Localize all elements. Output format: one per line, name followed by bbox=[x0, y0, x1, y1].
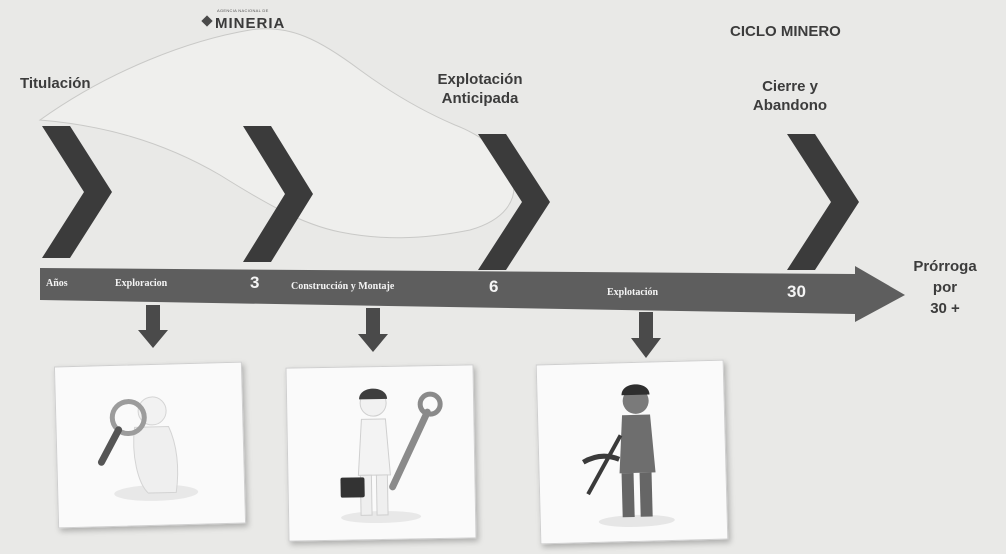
chevron-titulacion bbox=[42, 126, 112, 258]
label-anos: Años bbox=[46, 278, 68, 289]
logo-tagline: AGENCIA NACIONAL DE bbox=[217, 8, 269, 13]
label-exploracion: Exploracion bbox=[115, 278, 168, 289]
down-arrow-construccion bbox=[358, 308, 388, 352]
card-explotacion bbox=[535, 359, 729, 545]
label-explotacion: Explotación bbox=[607, 287, 659, 298]
miner-with-pickaxe-icon bbox=[581, 384, 675, 527]
chevron-year-3 bbox=[243, 126, 313, 262]
timeline-arrow bbox=[40, 266, 905, 322]
down-arrow-exploracion bbox=[138, 305, 168, 348]
stage-cierre-abandono: Cierre y Abandono bbox=[752, 78, 828, 114]
label-construccion-montaje: Construcción y Montaje bbox=[291, 281, 395, 292]
card-construccion bbox=[285, 364, 477, 542]
down-arrow-explotacion bbox=[631, 312, 661, 358]
mineria-logo: AGENCIA NACIONAL DE MINERIA bbox=[201, 6, 303, 38]
stage-explotacion-anticipada: Explotación Anticipada bbox=[437, 71, 523, 107]
logo-diamond-icon bbox=[201, 15, 213, 27]
label-year-3: 3 bbox=[250, 273, 260, 292]
card-exploracion bbox=[53, 361, 247, 529]
magnifier-figure-icon bbox=[97, 396, 199, 501]
label-year-6: 6 bbox=[489, 277, 499, 296]
worker-with-wrench-icon bbox=[340, 388, 443, 524]
chevron-cierre bbox=[787, 134, 859, 270]
logo-wordmark: MINERIA bbox=[215, 15, 286, 32]
prorroga-label: Prórroga por 30 + bbox=[913, 258, 977, 317]
stage-titulacion: Titulación bbox=[20, 75, 91, 92]
diagram-title: CICLO MINERO bbox=[730, 23, 841, 40]
label-year-30: 30 bbox=[787, 282, 806, 301]
chevron-explotacion-anticipada bbox=[478, 134, 550, 270]
mountain-silhouette bbox=[38, 28, 515, 239]
